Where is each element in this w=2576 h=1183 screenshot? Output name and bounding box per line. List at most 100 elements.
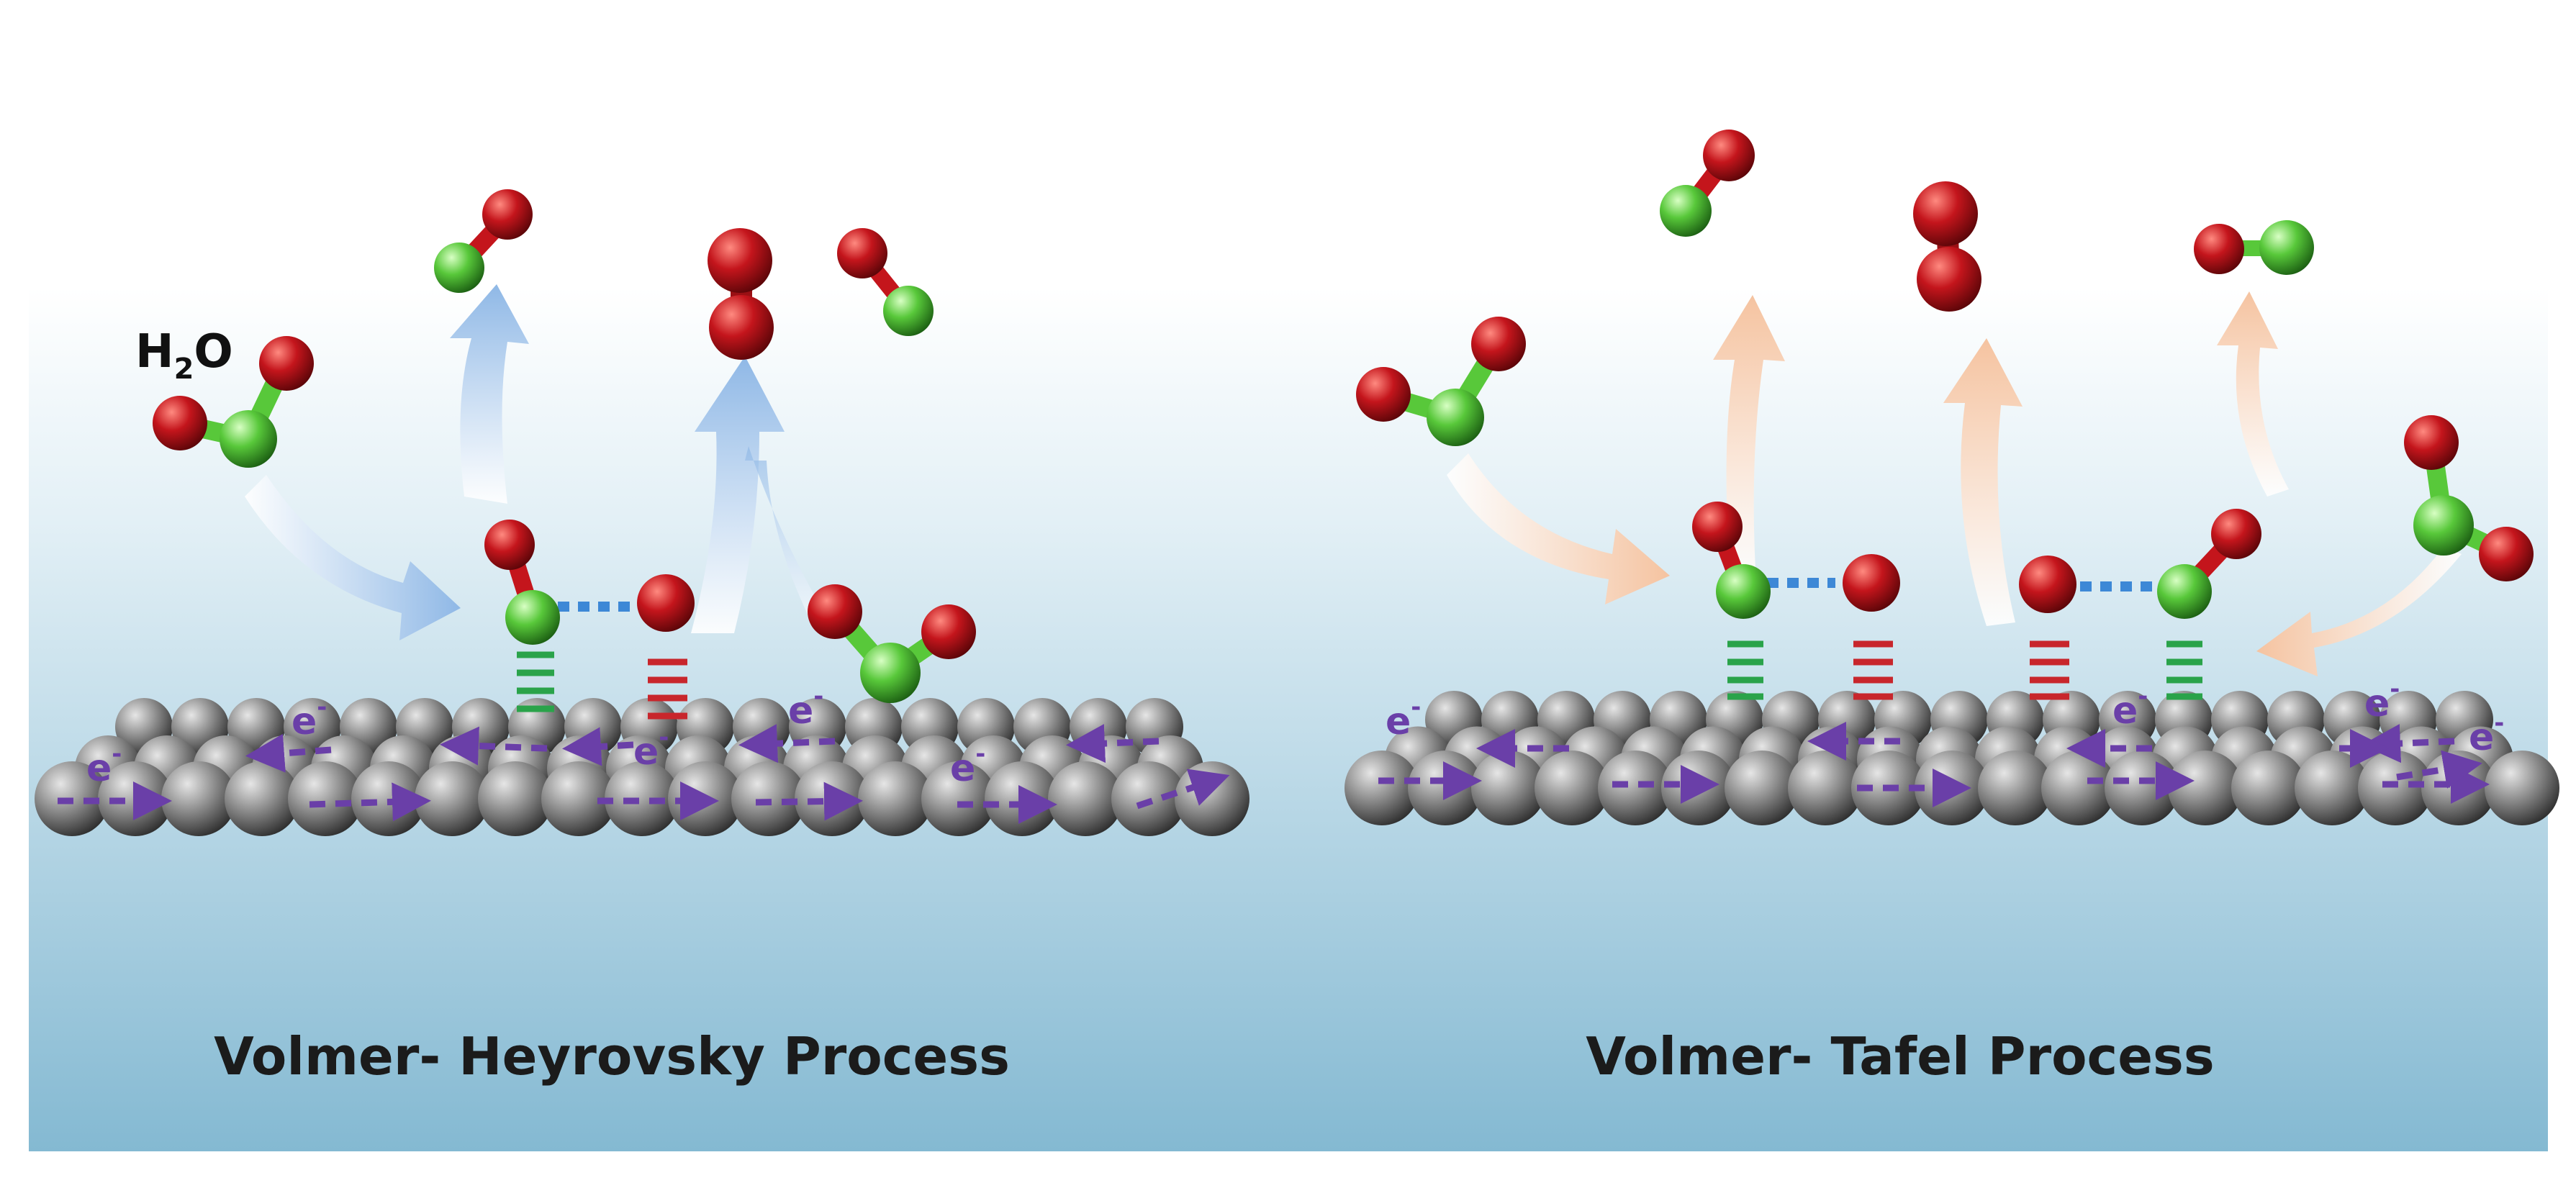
diatomic-molecule	[708, 228, 774, 360]
background-gradient	[29, 0, 2548, 1151]
panel-title-tafel: Volmer- Tafel Process	[1586, 1026, 2215, 1087]
oxygen-surface-bond	[648, 658, 687, 720]
hydrogen-atom-icon	[1660, 185, 1712, 237]
electron-flow-arrow-icon	[309, 782, 431, 822]
reaction-arrow-icon	[2217, 291, 2289, 497]
electron-charge: -	[112, 740, 122, 769]
molecules-left	[153, 189, 976, 703]
hydroxyl-molecule	[2194, 220, 2314, 275]
surface-bonds-right	[1727, 578, 2202, 700]
water-label: H2O	[135, 325, 233, 386]
water-label-subscript: 2	[174, 353, 194, 386]
oxygen-atom-icon	[2019, 556, 2076, 613]
carbon-atom-icon	[1978, 751, 2053, 825]
carbon-atom-icon	[1788, 751, 1863, 825]
reaction-arrow-icon	[745, 446, 828, 626]
reaction-arrow-icon	[691, 356, 785, 633]
carbon-atom-icon	[478, 761, 553, 836]
reaction-arrow-icon	[245, 475, 461, 640]
electron-flow-arrow-icon	[2396, 750, 2482, 789]
oxygen-atom-icon	[1843, 554, 1900, 612]
electron-flow-right: e-e-e-e-	[1378, 675, 2504, 807]
electron-label: e-	[86, 740, 122, 790]
oxygen-atom-icon	[1692, 502, 1743, 552]
carbon-sheet-left	[35, 698, 1249, 836]
electron-charge: -	[659, 723, 669, 752]
carbon-atom-icon	[415, 761, 489, 836]
oxygen-surface-bond	[1853, 640, 1893, 700]
oxygen-atom-icon	[637, 574, 695, 632]
adsorbed-hydroxyl	[484, 520, 560, 645]
carbon-atom-icon	[541, 761, 616, 836]
oxygen-atom-icon	[484, 520, 535, 570]
carbon-atom-icon	[605, 761, 679, 836]
electron-charge: -	[2138, 682, 2148, 711]
adsorbed-hydroxyl	[2157, 509, 2261, 619]
electron-flow-arrow-icon	[440, 726, 548, 766]
oxygen-atom-icon	[2211, 509, 2261, 559]
diatomic-molecule	[1913, 181, 1981, 312]
hydrogen-atom-icon	[2259, 220, 2314, 275]
electron-flow-arrow-icon	[1136, 769, 1230, 810]
hydrogen-atom-icon	[2157, 564, 2212, 619]
hydrogen-atom-icon	[2413, 495, 2474, 556]
water-label-h: H	[135, 325, 174, 379]
heyrovsky-arrows	[245, 284, 828, 640]
electron-charge: -	[813, 682, 823, 711]
panel-title-heyrovsky: Volmer- Heyrovsky Process	[214, 1026, 1010, 1087]
carbon-atom-icon	[921, 761, 996, 836]
oxygen-atom-icon	[921, 604, 976, 659]
hydroxyl-molecule	[434, 189, 533, 293]
hydrogen-atom-icon	[1716, 564, 1771, 619]
electron-flow-arrow-icon	[2362, 724, 2455, 763]
reaction-arrow-icon	[1943, 338, 2023, 626]
hydrogen-atom-icon	[220, 410, 277, 468]
oxygen-atom-icon	[1917, 247, 1981, 312]
carbon-atom-icon	[2358, 751, 2433, 825]
carbon-atom-icon	[288, 761, 363, 836]
reaction-arrow-icon	[1447, 453, 1670, 604]
oxygen-atom-icon	[1471, 317, 1526, 371]
hydrogen-atom-icon	[505, 590, 560, 645]
hydrogen-atom-icon	[434, 243, 484, 293]
electron-flow-arrow-icon	[1066, 724, 1160, 763]
hydroxyl-molecule	[837, 228, 934, 336]
carbon-atom-icon	[2485, 751, 2559, 825]
water-molecule	[808, 584, 976, 703]
electron-charge: -	[2494, 709, 2504, 738]
electron-flow-arrow-icon	[562, 727, 634, 766]
oxygen-atom-icon	[837, 228, 887, 278]
carbon-atom-icon	[2295, 751, 2369, 825]
oxygen-atom-icon	[709, 295, 774, 360]
hydrogen-atom-icon	[1427, 389, 1484, 446]
page-margin	[0, 1151, 2576, 1183]
oxygen-atom-icon	[482, 189, 533, 240]
oxygen-surface-bond	[2030, 640, 2069, 700]
carbon-atom-icon	[225, 761, 299, 836]
adsorbed-hydroxyl	[1692, 502, 1771, 619]
surface-bonds-left	[517, 602, 687, 720]
oxygen-atom-icon	[2404, 415, 2459, 470]
reaction-arrow-icon	[2256, 547, 2462, 676]
electron-flow-arrow-icon	[245, 733, 332, 773]
carbon-atom-icon	[1345, 751, 1419, 825]
oxygen-atom-icon	[1703, 130, 1755, 181]
electron-label: e-	[2469, 709, 2504, 759]
carbon-atom-icon	[2041, 751, 2116, 825]
oxygen-atom-icon	[708, 228, 772, 293]
carbon-atom-icon	[1175, 761, 1249, 836]
electron-flow-arrow-icon	[738, 724, 836, 763]
hydrogen-atom-icon	[883, 286, 934, 336]
electron-flow-arrow-icon	[755, 781, 863, 821]
carbon-atom-icon	[731, 761, 806, 836]
oxygen-atom-icon	[1356, 367, 1411, 422]
oxygen-atom-icon	[153, 396, 207, 450]
water-molecule	[1356, 317, 1526, 446]
carbon-atom-icon	[1048, 761, 1123, 836]
electron-charge: -	[1411, 693, 1421, 722]
water-molecule	[2404, 415, 2534, 581]
hydrogen-atom-icon	[860, 643, 921, 703]
oxygen-atom-icon	[1913, 181, 1978, 246]
carbon-atom-icon	[1535, 751, 1609, 825]
